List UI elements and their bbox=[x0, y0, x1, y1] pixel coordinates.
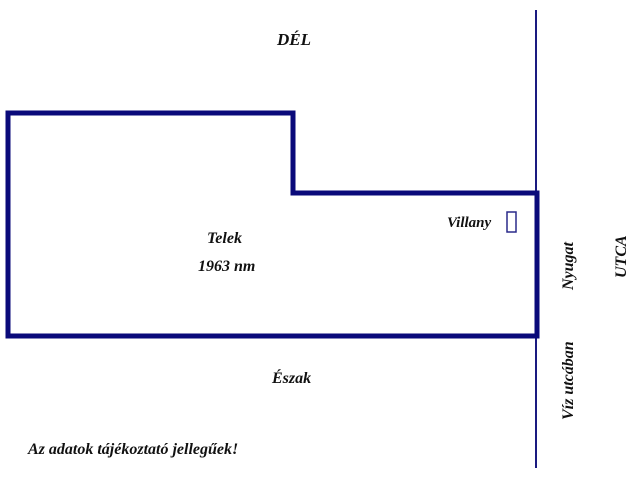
electricity-label: Villany bbox=[447, 215, 492, 231]
plot-area-label: 1963 nm bbox=[198, 258, 256, 275]
street-label: UTCA bbox=[613, 235, 630, 278]
north-label: Észak bbox=[272, 370, 312, 387]
south-label: DÉL bbox=[277, 30, 311, 49]
water-label: Víz utcában bbox=[560, 341, 577, 420]
disclaimer-text: Az adatok tájékoztató jellegűek! bbox=[28, 441, 239, 458]
electricity-box-icon bbox=[506, 211, 517, 233]
plot-outline bbox=[5, 110, 540, 339]
plot-name-label: Telek bbox=[207, 230, 242, 247]
west-label: Nyugat bbox=[560, 242, 577, 290]
